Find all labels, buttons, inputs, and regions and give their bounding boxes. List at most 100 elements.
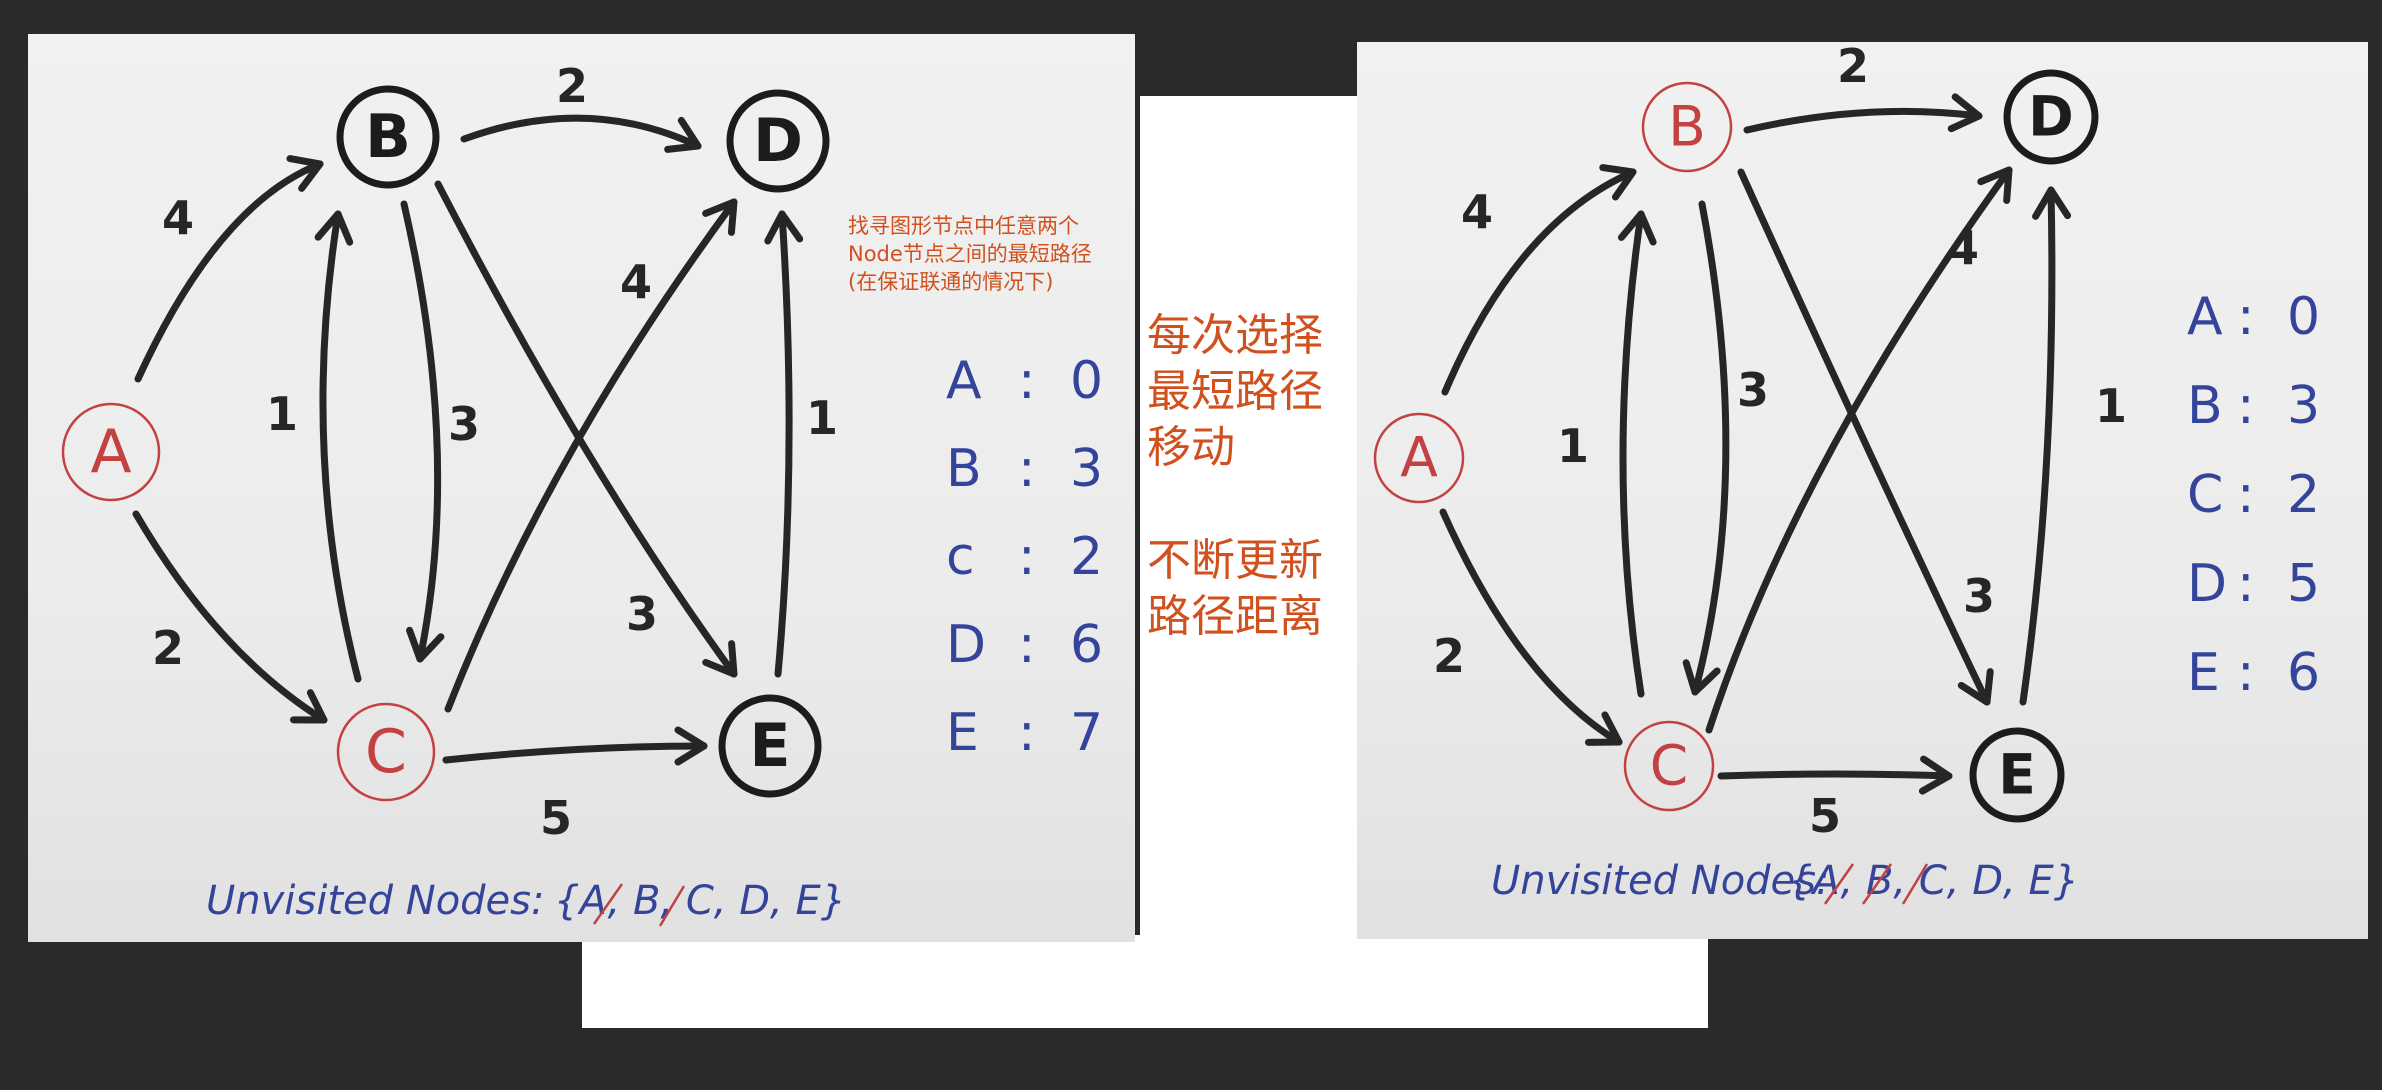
arrowhead-icon — [1682, 659, 1721, 696]
node-b: B — [1641, 81, 1733, 173]
node-e: E — [718, 694, 822, 798]
strike-mark-1 — [658, 885, 686, 927]
left-description-note: 找寻图形节点中任意两个 Node节点之间的最短路径 (在保证联通的情况下) — [848, 212, 1135, 296]
distance-separator: : — [1018, 351, 1036, 411]
edge-c-d: 4 — [1705, 166, 2013, 734]
edge-line — [1439, 508, 1623, 746]
unvisited-set: {A, B, C, D, E} — [1787, 858, 2079, 904]
distance-row-c: C:2 — [2187, 465, 2320, 525]
edge-c-e: 5 — [1717, 755, 1953, 843]
distance-value: 7 — [1070, 703, 1103, 763]
note-line-3: (在保证联通的情况下) — [848, 270, 1054, 294]
edge-line — [2019, 186, 2056, 706]
edge-line — [1743, 107, 1983, 134]
node-d: D — [726, 89, 830, 193]
distance-separator: : — [1018, 439, 1036, 499]
edge-weight-c-d: 4 — [1947, 221, 1979, 275]
distance-value: 2 — [1070, 527, 1103, 587]
edge-weight-c-e: 5 — [540, 791, 572, 845]
distance-value: 2 — [2287, 465, 2320, 525]
distance-separator: : — [2237, 643, 2255, 703]
distance-value: 0 — [2287, 287, 2320, 347]
distance-value: 5 — [2287, 554, 2320, 614]
edge-line — [1717, 770, 1953, 780]
edge-b-e: 3 — [1737, 168, 1995, 706]
distance-table: A:0B:3C:2D:5E:6 — [2187, 287, 2320, 703]
arrowhead-icon — [314, 210, 354, 246]
distance-value: 3 — [2287, 376, 2320, 436]
distance-separator: : — [2237, 554, 2255, 614]
arrowhead-icon — [1957, 668, 1994, 706]
edge-a-b: 4 — [1441, 164, 1637, 396]
edge-b-e: 3 — [434, 180, 738, 678]
node-e: E — [1969, 727, 2065, 823]
edge-line — [434, 180, 738, 678]
edge-line — [1619, 210, 1645, 698]
arrowhead-icon — [1918, 755, 1953, 795]
node-a: A — [1373, 412, 1465, 504]
edge-weight-e-d: 1 — [806, 391, 838, 445]
edge-b-c: 3 — [1682, 200, 1769, 696]
edge-b-d: 2 — [1743, 42, 1983, 134]
distance-row-e: E:6 — [2187, 643, 2320, 703]
distance-node: D — [946, 615, 986, 675]
node-b: B — [336, 85, 440, 189]
node-label: E — [1998, 742, 2036, 806]
arrowhead-icon — [664, 116, 702, 153]
arrowhead-icon — [764, 210, 804, 245]
distance-node: A — [946, 351, 982, 411]
arrowhead-icon — [1617, 210, 1657, 246]
distance-row-e: E:7 — [946, 703, 1103, 763]
strike-mark-0 — [592, 883, 624, 925]
arrowhead-icon — [1584, 711, 1623, 746]
strike-mark-1 — [1861, 863, 1893, 905]
edge-c-b: 1 — [266, 210, 362, 683]
edge-line — [442, 742, 708, 764]
distance-node: E — [946, 703, 979, 763]
distance-node: B — [946, 439, 982, 499]
arrowhead-icon — [702, 640, 738, 678]
node-circle — [336, 85, 440, 189]
edge-c-e: 5 — [442, 726, 708, 845]
node-a: A — [61, 402, 161, 502]
edge-e-d: 1 — [764, 210, 838, 678]
edge-e-d: 1 — [2019, 186, 2127, 706]
node-label: C — [365, 717, 407, 787]
node-circle — [336, 702, 436, 802]
edge-line — [132, 510, 328, 724]
arrowhead-icon — [1947, 93, 1983, 133]
edge-weight-a-c: 2 — [1433, 629, 1465, 683]
distance-row-a: A:0 — [2187, 287, 2320, 347]
node-label: D — [753, 106, 803, 176]
edge-line — [460, 114, 702, 150]
edge-line — [444, 198, 738, 713]
edge-weight-a-c: 2 — [152, 621, 184, 675]
distance-node: C — [2187, 465, 2223, 525]
distance-value: 6 — [2287, 643, 2320, 703]
center-note-update-distance: 不断更新 路径距离 — [1147, 535, 1323, 642]
unvisited-set: {A, B, C, D, E} — [554, 878, 846, 924]
edge-weight-b-e: 3 — [1963, 569, 1995, 623]
distance-node: B — [2187, 376, 2223, 436]
edge-b-c: 3 — [400, 200, 480, 663]
node-label: D — [2028, 84, 2074, 148]
edge-weight-b-c: 3 — [448, 397, 480, 451]
node-label: A — [90, 417, 131, 487]
edge-c-b: 1 — [1557, 210, 1657, 698]
edge-c-d: 4 — [444, 198, 738, 713]
node-circle — [1969, 727, 2065, 823]
node-label: B — [365, 102, 411, 172]
edge-line — [1691, 200, 1730, 696]
distance-row-c: c:2 — [946, 527, 1103, 587]
edge-b-d: 2 — [460, 59, 702, 153]
unvisited-label: Unvisited Nodes: — [1491, 858, 1829, 904]
note-line-2: Node节点之间的最短路径 — [848, 242, 1092, 266]
unvisited-label: Unvisited Nodes: — [206, 878, 544, 924]
node-circle — [718, 694, 822, 798]
distance-row-d: D:5 — [2187, 554, 2320, 614]
edge-weight-b-c: 3 — [1737, 363, 1769, 417]
